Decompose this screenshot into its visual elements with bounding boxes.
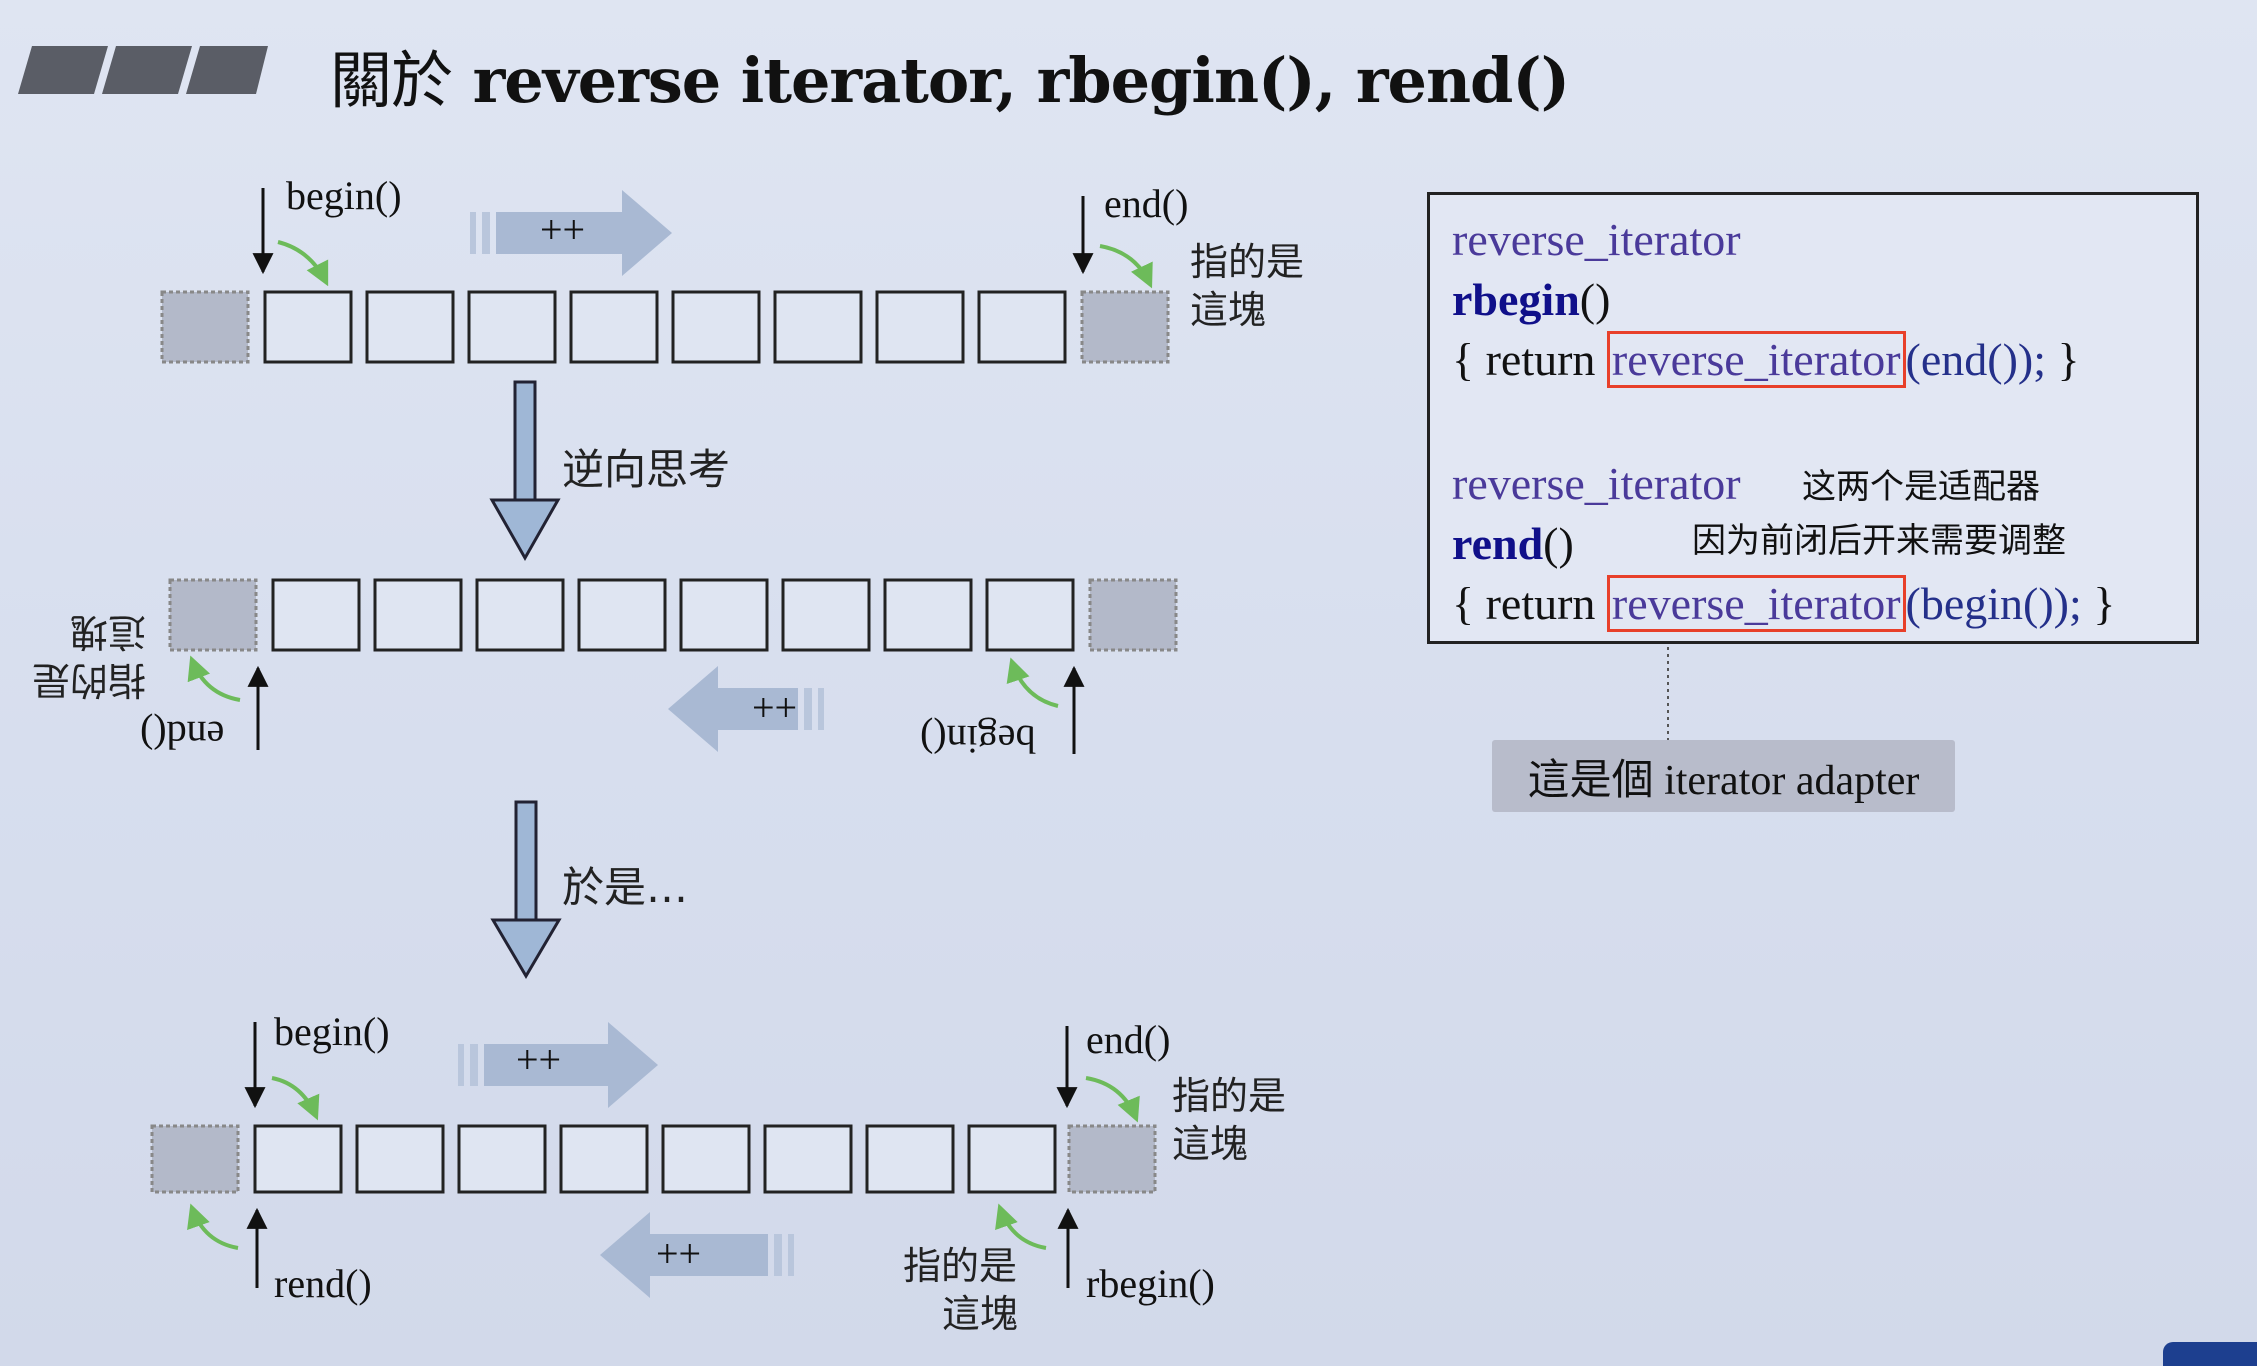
row2-cell	[883, 578, 973, 652]
row1-cell	[569, 290, 659, 364]
row1-end-label: end()	[1104, 181, 1189, 226]
page-title: 關於 reverse iterator, rbegin(), rend()	[330, 30, 1570, 120]
row1-cell	[671, 290, 761, 364]
code-rend-return-type: reverse_iterator	[1452, 458, 1741, 509]
code-box: reverse_iterator rbegin() { return rever…	[1427, 192, 2199, 644]
row3-rend-label: rend()	[274, 1261, 372, 1306]
row1-container	[160, 290, 1170, 364]
row3-cell	[967, 1124, 1057, 1194]
row1-begin-green-arrow	[277, 240, 329, 287]
row1-cell	[365, 290, 455, 364]
row1-cell	[977, 290, 1067, 364]
row3-rend-green-arrow	[187, 1203, 239, 1250]
row3-end-label: end()	[1086, 1017, 1171, 1062]
so-down-arrow	[490, 800, 562, 979]
row2-cell	[577, 578, 667, 652]
row3-plusplus-top: ++	[516, 1037, 562, 1082]
row2-begin-label: begin()	[920, 717, 1036, 762]
row2-cell	[475, 578, 565, 652]
row1-end-cell	[1080, 290, 1170, 364]
think-reverse-down-arrow	[489, 380, 561, 562]
row1-before-begin-cell	[160, 290, 250, 364]
row3-cell	[559, 1124, 649, 1194]
code-rbegin-adapter-highlight: reverse_iterator	[1606, 331, 1906, 388]
adapter-note-2: 因为前闭后开来需要调整	[1692, 521, 2066, 561]
row1-points-to-label: 指的是 這塊	[1190, 240, 1305, 332]
so-label: 於是…	[562, 863, 689, 912]
row3-cell	[355, 1124, 445, 1194]
adapter-note-1: 这两个是适配器	[1802, 467, 2040, 507]
row1-cell	[875, 290, 965, 364]
row2-cell	[781, 578, 871, 652]
row2-cell	[271, 578, 361, 652]
row3-cell	[763, 1124, 853, 1194]
row3-cell	[661, 1124, 751, 1194]
row2-cell	[985, 578, 1075, 652]
row2-cell	[373, 578, 463, 652]
row1-cell	[263, 290, 353, 364]
title-latin: reverse iterator, rbegin(), rend()	[472, 44, 1570, 117]
row3-cell	[253, 1124, 343, 1194]
code-rend-body: { return reverse_iterator(begin()); }	[1452, 575, 2115, 632]
row3-cell	[865, 1124, 955, 1194]
row2-cell	[679, 578, 769, 652]
code-rbegin-signature: rbegin()	[1452, 274, 1611, 325]
row1-end-green-arrow	[1099, 244, 1153, 289]
row3-points-to-right-label: 指的是 這塊	[1172, 1074, 1287, 1166]
row2-plusplus: ++	[752, 685, 798, 730]
code-rbegin-return-type: reverse_iterator	[1452, 214, 1741, 265]
row2-points-to-label: 指的是 這塊	[32, 610, 147, 702]
row2-end-cell	[168, 578, 258, 652]
row2-end-green-arrow	[187, 655, 241, 702]
row1-plusplus: ++	[540, 207, 586, 252]
title-cjk: 關於	[330, 44, 453, 117]
code-rend-signature: rend()	[1452, 518, 1574, 569]
row3-container	[150, 1124, 1157, 1194]
row1-increment-arrow	[470, 190, 672, 276]
row3-reverse-increment-arrow	[600, 1212, 794, 1298]
row3-cell	[457, 1124, 547, 1194]
corner-badge	[2163, 1342, 2257, 1366]
row3-before-begin-cell	[150, 1124, 240, 1194]
row3-end-green-arrow	[1085, 1076, 1140, 1123]
row2-end-label: end()	[140, 713, 225, 758]
row1-cell	[467, 290, 557, 364]
row3-points-to-bottom-label: 指的是 這塊	[903, 1244, 1019, 1336]
row2-container	[168, 578, 1178, 652]
iterator-adapter-label: 這是個 iterator adapter	[1492, 740, 1955, 812]
row3-plusplus-bottom: ++	[656, 1231, 702, 1276]
row2-begin-green-arrow	[1006, 657, 1059, 708]
row1-begin-label: begin()	[286, 173, 402, 218]
think-reverse-label: 逆向思考	[562, 445, 731, 494]
row3-rbegin-label: rbegin()	[1086, 1261, 1215, 1306]
row3-forward-increment-arrow	[458, 1022, 658, 1108]
row1-cell	[773, 290, 863, 364]
row3-end-cell	[1067, 1124, 1157, 1194]
row3-begin-green-arrow	[271, 1076, 320, 1121]
row2-increment-arrow	[668, 666, 824, 752]
row3-rbegin-green-arrow	[995, 1203, 1047, 1250]
row2-before-begin-cell	[1088, 578, 1178, 652]
code-rend-adapter-highlight: reverse_iterator	[1606, 575, 1906, 632]
title-decoration-bars	[18, 46, 268, 94]
row3-begin-label: begin()	[274, 1009, 390, 1054]
code-rbegin-body: { return reverse_iterator(end()); }	[1452, 331, 2080, 388]
